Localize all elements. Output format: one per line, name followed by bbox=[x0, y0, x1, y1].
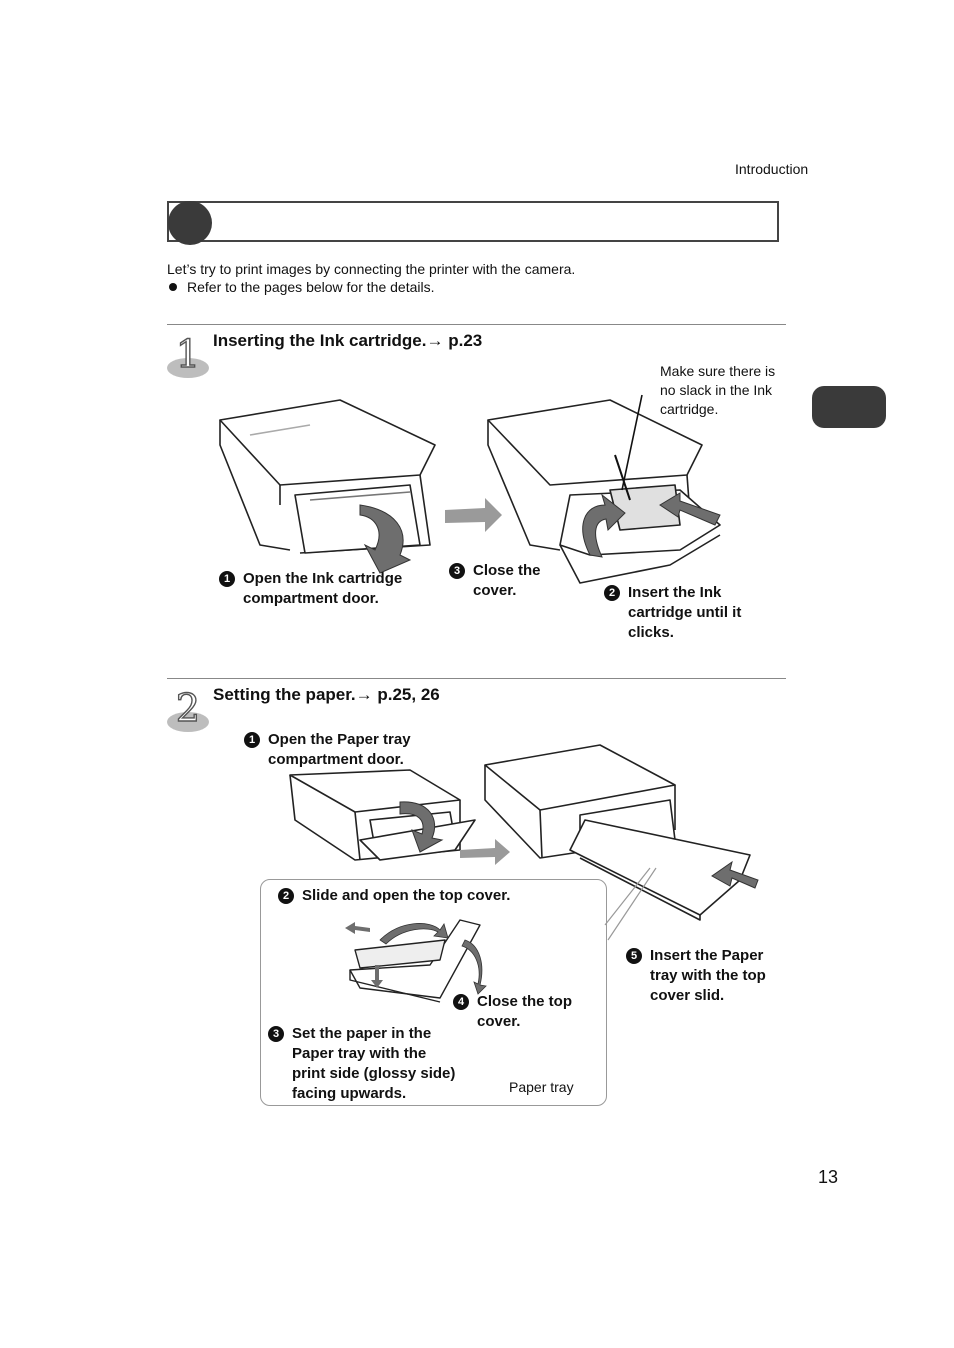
step2-caption-5: 5 Insert the Paper tray with the top cover… bbox=[626, 946, 766, 1006]
step2-caption-1: 1 Open the Paper tray compartment door. bbox=[244, 730, 411, 770]
step1-title: Inserting the Ink cartridge.→ p.23 bbox=[213, 331, 482, 351]
step2-caption-4: 4 Close the top cover. bbox=[453, 992, 572, 1032]
step-badge: 1 bbox=[244, 732, 260, 748]
step2-rule bbox=[167, 678, 786, 679]
caption-line: cover slid. bbox=[650, 987, 725, 1004]
intro-bullet: Refer to the pages below for the details… bbox=[167, 278, 575, 296]
step1-title-text: Inserting the Ink cartridge. bbox=[213, 331, 427, 350]
caption-line: cover. bbox=[473, 582, 517, 599]
step1-caption-2: 2 Insert the Ink cartridge until it clicks… bbox=[604, 583, 741, 643]
step2-caption-3: 3 Set the paper in the Paper tray with t… bbox=[268, 1024, 455, 1104]
caption-line: Insert the Paper bbox=[650, 947, 764, 964]
step-badge: 2 bbox=[604, 585, 620, 601]
step-badge: 3 bbox=[449, 563, 465, 579]
caption-line: Close the top bbox=[477, 993, 573, 1010]
step-badge: 2 bbox=[278, 888, 294, 904]
caption-line: cover. bbox=[477, 1013, 521, 1030]
caption-line: Slide and open the top cover. bbox=[302, 887, 511, 904]
step1-rule bbox=[167, 324, 786, 325]
step2-caption-2: 2 Slide and open the top cover. bbox=[278, 886, 510, 906]
step1-caption-1: 1 Open the Ink cartridge compartment door… bbox=[219, 569, 402, 609]
caption-line: Set the paper in the bbox=[292, 1025, 432, 1042]
caption-line: Insert the Ink bbox=[628, 584, 722, 601]
step1-note: Make sure there is no slack in the Ink c… bbox=[660, 362, 775, 419]
caption-line: print side (glossy side) bbox=[292, 1065, 456, 1082]
note-line: Make sure there is bbox=[660, 363, 776, 379]
step2-page-ref: → p.25, 26 bbox=[355, 685, 440, 704]
note-line: no slack in the Ink bbox=[660, 382, 773, 398]
intro-bullet-text: Refer to the pages below for the details… bbox=[187, 279, 435, 295]
caption-line: compartment door. bbox=[243, 590, 379, 607]
step2-number: 2 bbox=[176, 686, 200, 730]
paper-tray-illustration bbox=[345, 919, 487, 1003]
step-badge: 4 bbox=[453, 994, 469, 1010]
step2-title: Setting the paper.→ p.25, 26 bbox=[213, 685, 440, 705]
step1-illustration bbox=[219, 394, 721, 584]
title-circle-marker bbox=[168, 201, 212, 245]
caption-line: cartridge until it bbox=[628, 604, 742, 621]
paper-tray-label: Paper tray bbox=[509, 1079, 574, 1095]
step2-number-icon: 2 bbox=[167, 685, 209, 732]
step1-page-ref: → p.23 bbox=[426, 331, 483, 350]
page-number: 13 bbox=[818, 1167, 839, 1187]
section-label: Introduction bbox=[735, 161, 809, 177]
note-line: cartridge. bbox=[660, 401, 719, 417]
step1-number-icon: 1 bbox=[167, 331, 209, 378]
paper-tray-inset bbox=[260, 879, 607, 1106]
caption-line: compartment door. bbox=[268, 751, 404, 768]
intro-block: Let’s try to print images by connecting … bbox=[167, 260, 575, 296]
caption-line: tray with the top bbox=[650, 967, 766, 984]
caption-line: Close the bbox=[473, 562, 541, 579]
step1-number: 1 bbox=[176, 332, 200, 376]
caption-line: Paper tray with the bbox=[292, 1045, 427, 1062]
intro-text: Let’s try to print images by connecting … bbox=[167, 261, 576, 277]
bullet-icon bbox=[169, 283, 177, 291]
step2-illustration bbox=[289, 744, 759, 941]
step1-caption-3: 3 Close the cover. bbox=[449, 561, 541, 601]
step2-title-text: Setting the paper. bbox=[213, 685, 356, 704]
chapter-tab bbox=[812, 386, 886, 428]
caption-line: clicks. bbox=[628, 624, 674, 641]
caption-line: Open the Ink cartridge bbox=[243, 570, 403, 587]
caption-line: Open the Paper tray bbox=[268, 731, 411, 748]
title-box bbox=[167, 201, 779, 242]
step-badge: 1 bbox=[219, 571, 235, 587]
step-badge: 5 bbox=[626, 948, 642, 964]
step-badge: 3 bbox=[268, 1026, 284, 1042]
caption-line: facing upwards. bbox=[292, 1085, 407, 1102]
